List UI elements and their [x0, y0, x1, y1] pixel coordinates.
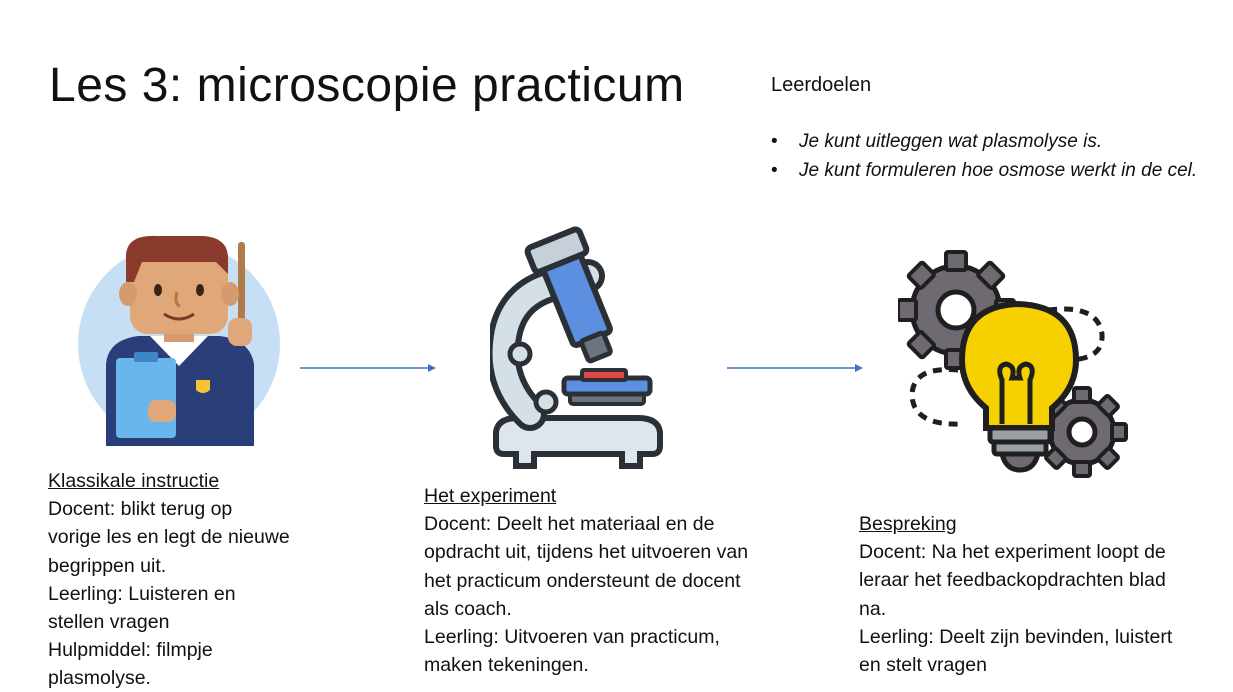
step-line: plasmolyse. [48, 667, 151, 690]
step-line: vorige les en legt de nieuwe [48, 526, 290, 549]
step-heading: Het experiment [424, 485, 557, 507]
step-heading: Klassikale instructie [48, 470, 220, 492]
step-het-experiment: Het experiment Docent: Deelt het materia… [424, 482, 824, 679]
step-bespreking: Bespreking Docent: Na het experiment loo… [859, 510, 1229, 679]
step-klassikale-instructie: Klassikale instructie Docent: blikt teru… [48, 467, 338, 692]
step-line: Docent: Na het experiment loopt de [859, 541, 1166, 564]
step-line: Docent: Deelt het materiaal en de [424, 513, 715, 536]
step-line: Docent: blikt terug op [48, 498, 233, 521]
step-line: begrippen uit. [48, 554, 167, 577]
step-line: opdracht uit, tijdens het uitvoeren van [424, 541, 749, 564]
step-line: stellen vragen [48, 611, 170, 634]
teacher-icon [78, 234, 282, 446]
slide-title: Les 3: microscopie practicum [49, 59, 685, 112]
learning-goals-list: Je kunt uitleggen wat plasmolyse is. Je … [771, 127, 1221, 185]
learning-goal-item: Je kunt formuleren hoe osmose werkt in d… [771, 156, 1221, 185]
step-line: Leerling: Luisteren en [48, 582, 236, 605]
microscope-icon [490, 214, 666, 470]
learning-goal-item: Je kunt uitleggen wat plasmolyse is. [771, 127, 1221, 156]
step-line: als coach. [424, 597, 512, 620]
step-line: Hulpmiddel: filmpje [48, 639, 213, 662]
step-line: Leerling: Uitvoeren van practicum, [424, 626, 720, 649]
learning-goals: Leerdoelen Je kunt uitleggen wat plasmol… [771, 74, 1221, 185]
learning-goals-heading: Leerdoelen [771, 74, 872, 96]
arrow-right-icon [727, 364, 863, 372]
step-line: het practicum ondersteunt de docent [424, 569, 741, 592]
step-line: Leerling: Deelt zijn bevinden, luistert [859, 625, 1173, 648]
arrow-right-icon [300, 364, 436, 372]
step-line: maken tekeningen. [424, 654, 589, 677]
step-line: na. [859, 597, 887, 620]
step-line: en stelt vragen [859, 654, 987, 677]
step-line: leraar het feedbackopdrachten blad [859, 569, 1166, 592]
lightbulb-gears-icon [898, 248, 1130, 480]
step-heading: Bespreking [859, 513, 957, 535]
